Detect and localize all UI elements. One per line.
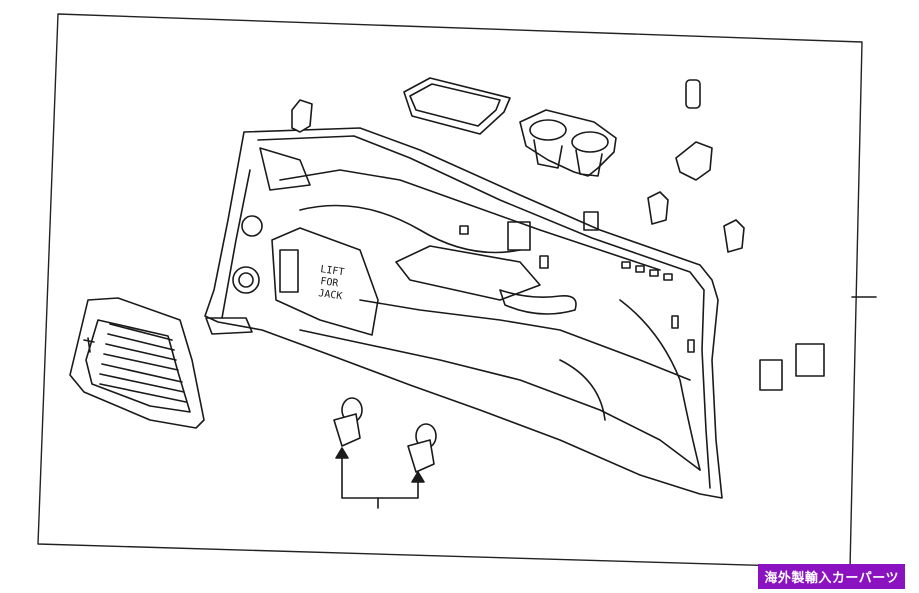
plug-top-right	[685, 79, 701, 109]
cup-holder	[519, 109, 617, 177]
quarter-trim-panel	[204, 127, 723, 499]
lift-label: LIFT	[320, 264, 345, 278]
jack-label: JACK	[318, 288, 343, 302]
switch-small	[795, 343, 825, 377]
callout-arrows	[335, 447, 425, 509]
watermark-badge: 海外製輸入カーパーツ	[758, 564, 905, 589]
vent-grille	[69, 297, 205, 429]
tie-down-hook-right	[407, 423, 437, 473]
tie-down-hook-left	[333, 397, 363, 447]
storage-tray	[403, 77, 511, 135]
for-label: FOR	[320, 276, 340, 290]
clip-mid-right	[647, 191, 669, 225]
clip-top-left	[291, 99, 313, 133]
clip-far-right	[723, 219, 745, 253]
bezel-small	[759, 359, 783, 391]
bracket-right	[675, 141, 713, 181]
